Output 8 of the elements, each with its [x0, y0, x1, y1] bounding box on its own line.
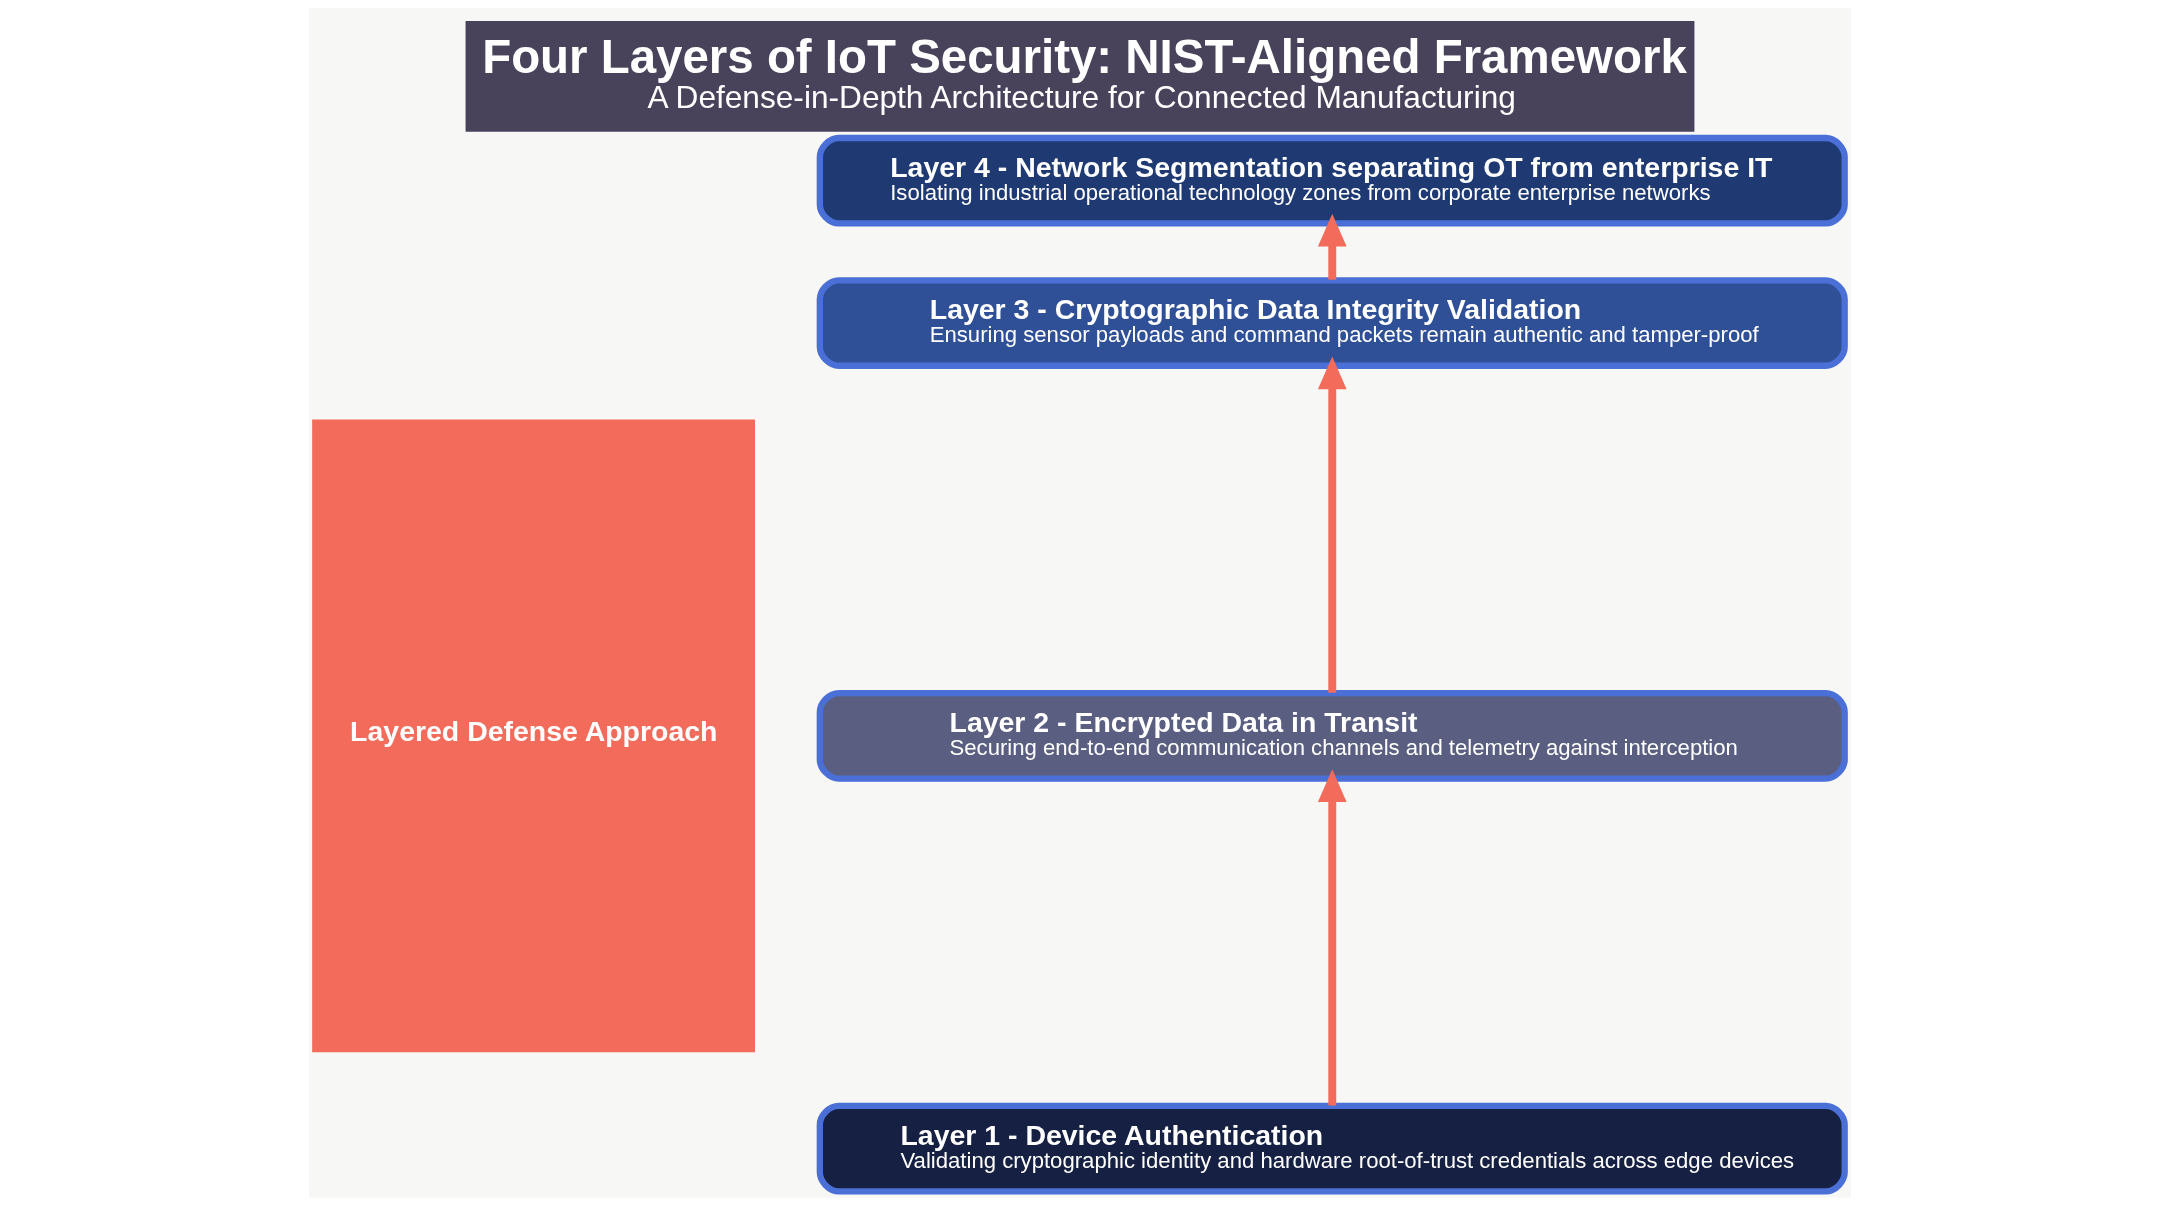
arrow: [1317, 356, 1347, 693]
arrow: [1317, 769, 1347, 1106]
node-box: Layer 4 - Network Segmentation separating OT from enterprise IT Isolating industrial operational technology zones from corporate enterprise networks: [816, 134, 1848, 227]
node-box: Layered Defense Approach: [312, 419, 755, 1053]
node-box: Layer 2 - Encrypted Data in Transit Securing end-to-end communication channels and telemetry against interception: [816, 690, 1848, 782]
node-box: Layer 3 - Cryptographic Data Integrity Validation Ensuring sensor payloads and command packets remain authentic and tamper-proof: [816, 277, 1848, 369]
arrow: [1317, 213, 1347, 280]
node-box: Layer 1 - Device Authentication Validating cryptographic identity and hardware root-of-trust credentials across edge devices: [816, 1102, 1848, 1195]
